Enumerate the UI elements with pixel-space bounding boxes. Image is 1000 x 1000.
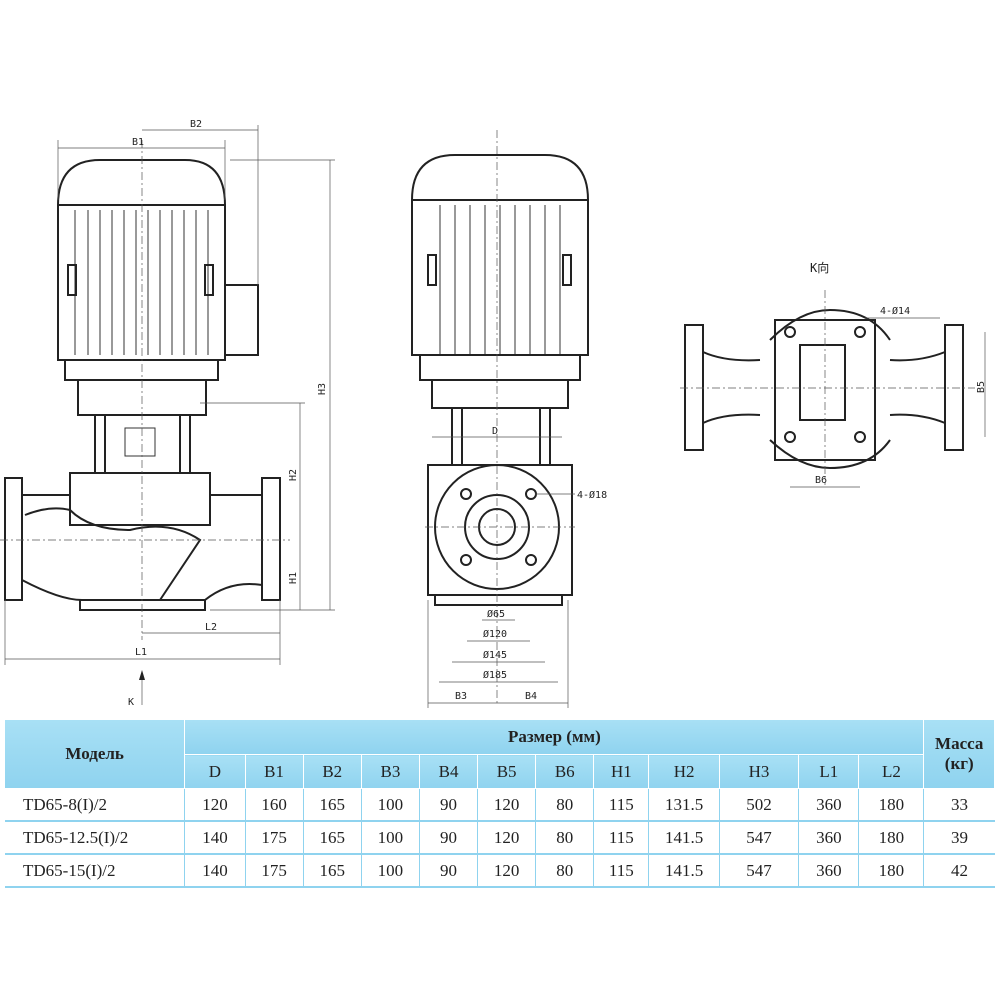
value-cell: 360 <box>798 788 860 822</box>
value-cell: 180 <box>858 821 925 855</box>
dim-label-h1: H1 <box>288 572 299 584</box>
label-holes-base: 4-Ø14 <box>880 305 910 317</box>
column-header-b3: B3 <box>361 754 421 789</box>
value-cell: 120 <box>477 821 537 855</box>
value-cell: 165 <box>303 854 362 888</box>
dim-label-b3: B3 <box>455 691 467 702</box>
header-mass: Масса (кг) <box>923 720 995 789</box>
dim-label-d65: Ø65 <box>487 608 505 620</box>
dim-label-l2: L2 <box>205 622 217 633</box>
value-cell: 90 <box>419 854 479 888</box>
model-cell: TD65-15(I)/2 <box>5 854 186 888</box>
column-header-h3: H3 <box>719 754 800 789</box>
value-cell: 141.5 <box>648 821 720 855</box>
value-cell: 100 <box>361 788 421 822</box>
value-cell: 180 <box>858 854 925 888</box>
column-header-b1: B1 <box>245 754 304 789</box>
value-cell: 547 <box>719 854 800 888</box>
model-cell: TD65-12.5(I)/2 <box>5 821 186 855</box>
value-cell: 360 <box>798 821 860 855</box>
dim-label-b4: B4 <box>525 691 537 702</box>
value-cell: 131.5 <box>648 788 720 822</box>
column-header-b4: B4 <box>419 754 479 789</box>
value-cell: 360 <box>798 854 860 888</box>
value-cell: 175 <box>245 821 304 855</box>
view-arrow-k: K <box>128 697 134 708</box>
value-cell: 140 <box>184 821 246 855</box>
column-header-b2: B2 <box>303 754 362 789</box>
value-cell: 80 <box>535 854 595 888</box>
side-view: D 4-Ø18 Ø65 Ø120 Ø145 Ø185 B3 B4 <box>410 130 607 708</box>
dim-label-b1: B1 <box>132 137 144 148</box>
column-header-d: D <box>184 754 246 789</box>
dim-label-d120: Ø120 <box>483 628 507 640</box>
dim-label-b6: B6 <box>815 475 827 486</box>
value-cell: 140 <box>184 854 246 888</box>
label-holes-front: 4-Ø18 <box>577 489 607 501</box>
value-cell: 141.5 <box>648 854 720 888</box>
value-cell: 80 <box>535 788 595 822</box>
mass-cell: 42 <box>923 854 995 888</box>
model-cell: TD65-8(I)/2 <box>5 788 186 822</box>
pump-dimension-drawing: B1 B2 H3 H2 H1 L2 L1 K D <box>0 119 987 708</box>
value-cell: 502 <box>719 788 800 822</box>
header-size: Размер (мм) <box>184 720 925 755</box>
dim-label-d185: Ø185 <box>483 669 507 681</box>
mass-cell: 39 <box>923 821 995 855</box>
dim-label-d: D <box>492 426 498 437</box>
value-cell: 90 <box>419 821 479 855</box>
dim-label-h3: H3 <box>317 383 328 395</box>
value-cell: 90 <box>419 788 479 822</box>
k-view: K向 4-Ø14 B5 B6 <box>680 260 987 488</box>
column-header-h2: H2 <box>648 754 720 789</box>
value-cell: 175 <box>245 854 304 888</box>
value-cell: 100 <box>361 854 421 888</box>
column-header-h1: H1 <box>593 754 650 789</box>
value-cell: 115 <box>593 854 650 888</box>
k-view-title: K向 <box>810 260 829 275</box>
column-header-b6: B6 <box>535 754 595 789</box>
value-cell: 165 <box>303 788 362 822</box>
value-cell: 100 <box>361 821 421 855</box>
header-model: Модель <box>5 720 186 789</box>
dim-label-b2: B2 <box>190 119 202 130</box>
mass-cell: 33 <box>923 788 995 822</box>
value-cell: 115 <box>593 821 650 855</box>
value-cell: 120 <box>477 854 537 888</box>
value-cell: 180 <box>858 788 925 822</box>
column-header-l1: L1 <box>798 754 860 789</box>
column-header-l2: L2 <box>858 754 925 789</box>
dim-label-h2: H2 <box>288 469 299 481</box>
value-cell: 547 <box>719 821 800 855</box>
value-cell: 165 <box>303 821 362 855</box>
value-cell: 80 <box>535 821 595 855</box>
dim-label-b5: B5 <box>976 381 987 393</box>
front-view: B1 B2 H3 H2 H1 L2 L1 K <box>0 119 335 708</box>
value-cell: 120 <box>184 788 246 822</box>
column-header-b5: B5 <box>477 754 537 789</box>
value-cell: 160 <box>245 788 304 822</box>
value-cell: 120 <box>477 788 537 822</box>
dim-label-d145: Ø145 <box>483 649 507 661</box>
value-cell: 115 <box>593 788 650 822</box>
dim-label-l1: L1 <box>135 647 147 658</box>
